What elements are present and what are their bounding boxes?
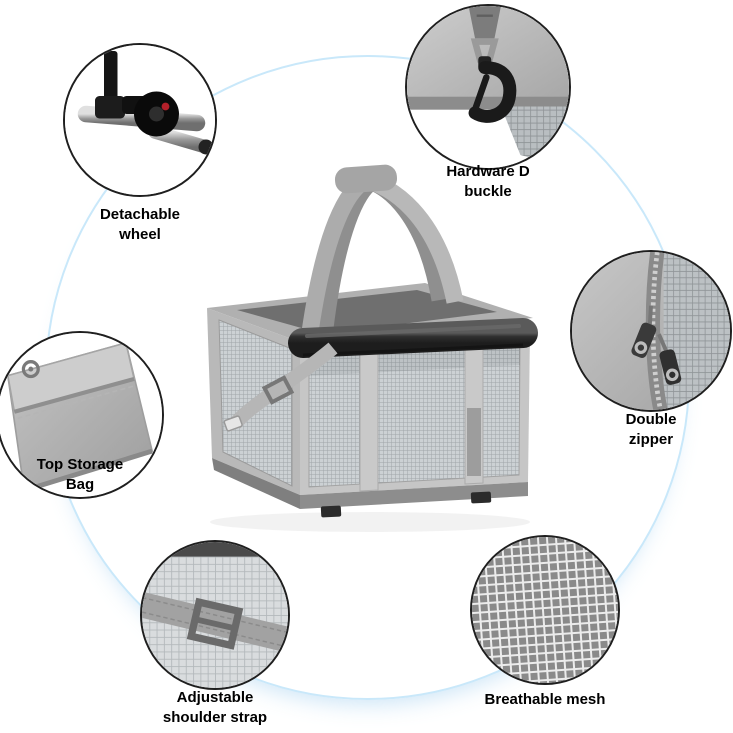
carrier-shadow [210,512,530,532]
carrier-foot-left [320,505,342,518]
carrier-rolled-top-door [288,318,538,358]
adjustable-shoulder-strap-label: Adjustable shoulder strap [162,689,268,726]
storage-bag-icon [0,333,162,497]
double-zipper-label: Double zipper [625,411,677,448]
breathable-mesh-label: Breathable mesh [484,691,606,708]
adjustable-shoulder-strap-photo [140,540,290,690]
carrier-handle-grip [334,164,398,194]
carrier-roll-zipper [302,343,524,357]
d-buckle-icon [407,6,569,168]
detachable-wheel-photo [63,43,217,197]
carrier-base-front [300,482,528,509]
wheel-icon [65,45,215,195]
top-storage-bag-photo [0,331,164,499]
carrier-foot-right [470,491,492,504]
carrier-base-side [212,458,300,509]
carrier-strap-clip [223,415,243,432]
top-storage-bag-label: Top Storage Bag [36,456,124,493]
detachable-wheel-label: Detachable wheel [99,206,181,243]
shoulder-strap-icon [142,542,288,688]
double-zipper-photo [570,250,732,412]
breathable-mesh-photo [470,535,620,685]
mesh-texture [472,537,618,683]
carrier-front-strap-left [359,344,379,492]
pet-carrier-product-photo [207,164,538,532]
carrier-strap-slider [261,375,295,405]
hardware-d-buckle-label: Hardware D buckle [446,163,530,200]
carrier-shoulder-strap [229,342,338,429]
carrier-roll-highlight [305,324,521,338]
hardware-d-buckle-photo [405,4,571,170]
zipper-icon [572,252,730,410]
carrier-velcro-strip [467,408,481,476]
